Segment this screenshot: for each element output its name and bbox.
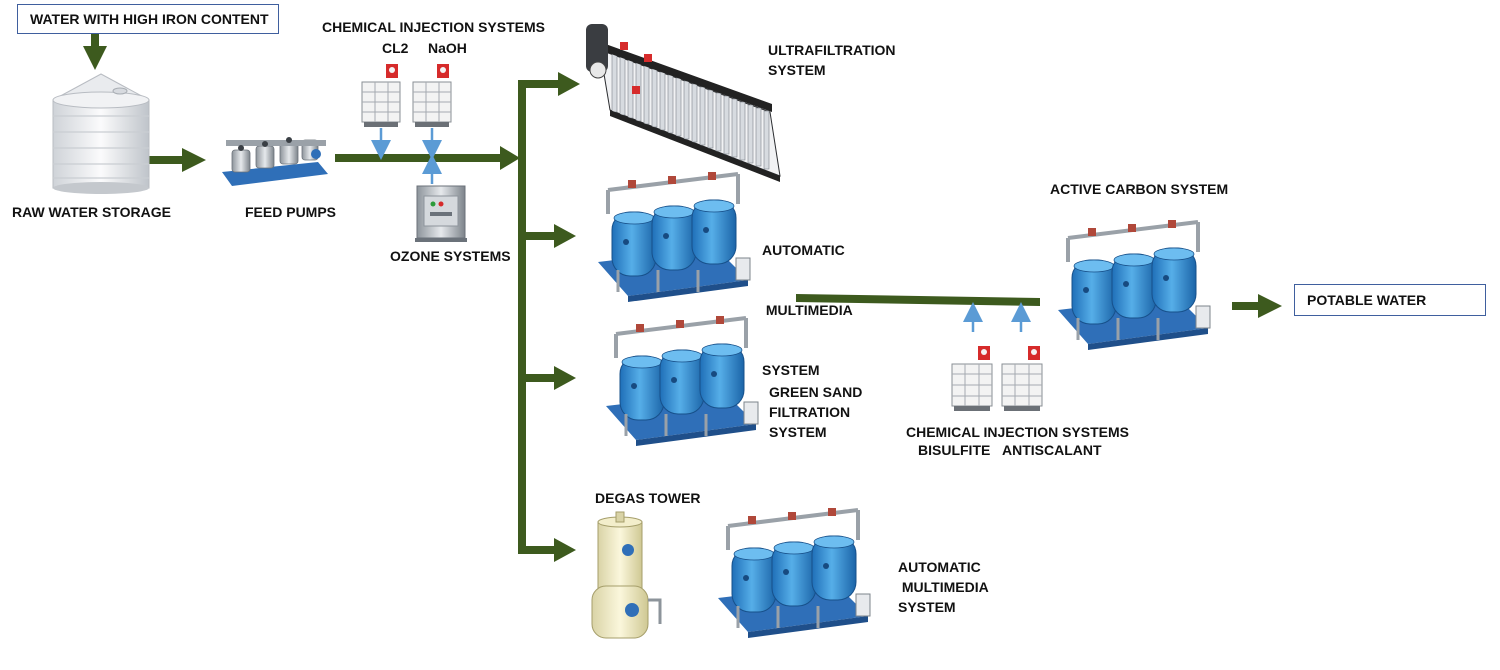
chem-tote-bisulfite-icon: [951, 346, 993, 411]
gs-label-line-2: FILTRATION: [769, 404, 851, 420]
chem-tote-cl2-icon: [361, 64, 401, 127]
uf-label-line-1: ULTRAFILTRATION: [768, 42, 896, 58]
gs-label-line-3: SYSTEM: [769, 424, 827, 440]
multimedia-1-label: AUTOMATIC MULTIMEDIA SYSTEM: [762, 200, 853, 400]
arrow-input-down: [91, 26, 99, 48]
chemical-arrows: [371, 128, 1031, 332]
mm2-label-line-2: MULTIMEDIA: [898, 579, 989, 595]
branch-uf: [518, 80, 560, 88]
branch-mm1-head: [554, 224, 576, 248]
branch-degas: [518, 546, 556, 554]
chem-naoh-label: NaOH: [428, 40, 467, 56]
mm2-label-line-3: SYSTEM: [898, 599, 956, 615]
active-carbon-filter-icon: [1058, 220, 1211, 350]
arrow-tank-pumps-head: [182, 148, 206, 172]
degas-tower-label: DEGAS TOWER: [595, 490, 701, 506]
arrow-pumps-manifold: [335, 146, 520, 170]
raw-water-storage-label: RAW WATER STORAGE: [12, 204, 171, 220]
branch-uf-head: [558, 72, 580, 96]
manifold-vertical: [518, 80, 526, 554]
multimedia-filter-1-icon: [598, 172, 751, 302]
ozone-label: OZONE SYSTEMS: [390, 248, 511, 264]
multimedia-2-label: AUTOMATIC MULTIMEDIA SYSTEM: [898, 557, 989, 617]
chem-tote-naoh-icon: [412, 64, 452, 127]
mm1-label-line-1: AUTOMATIC: [762, 242, 845, 258]
green-sand-filter-icon: [606, 316, 759, 446]
raw-water-tank-icon: [52, 73, 150, 194]
uf-label-line-2: SYSTEM: [768, 62, 826, 78]
input-source-label: WATER WITH HIGH IRON CONTENT: [30, 11, 269, 27]
mm1-label-line-2: MULTIMEDIA: [762, 302, 853, 318]
degas-tower-icon: [591, 511, 662, 639]
chem-tote-antiscalant-icon: [1001, 346, 1043, 411]
ultrafiltration-label: ULTRAFILTRATION SYSTEM: [768, 40, 896, 80]
chem-injection-1-title: CHEMICAL INJECTION SYSTEMS: [322, 19, 545, 35]
output-potable-label: POTABLE WATER: [1307, 292, 1427, 308]
chem-injection-2-title: CHEMICAL INJECTION SYSTEMS: [906, 424, 1129, 440]
feed-pumps-icon: [222, 137, 328, 186]
ozone-panel-icon: [415, 185, 467, 242]
multimedia-filter-2-icon: [718, 508, 871, 638]
branch-degas-head: [554, 538, 576, 562]
chem-antiscalant-label: ANTISCALANT: [1002, 442, 1102, 458]
branch-gs: [518, 374, 556, 382]
arrow-tank-pumps: [148, 156, 184, 164]
arrow-carbon-potable: [1232, 302, 1262, 310]
feed-pumps-label: FEED PUMPS: [245, 204, 337, 220]
green-sand-label: GREEN SAND FILTRATION SYSTEM: [769, 382, 862, 442]
arrow-carbon-potable-head: [1258, 294, 1282, 318]
input-source-box: WATER WITH HIGH IRON CONTENT: [17, 4, 279, 34]
chem-cl2-label: CL2: [382, 40, 409, 56]
active-carbon-label: ACTIVE CARBON SYSTEM: [1050, 181, 1229, 197]
mm2-label-line-1: AUTOMATIC: [898, 559, 981, 575]
branch-gs-head: [554, 366, 576, 390]
chem-bisulfite-label: BISULFITE: [918, 442, 991, 458]
mm1-label-line-3: SYSTEM: [762, 362, 820, 378]
ultrafiltration-skid-icon: [586, 24, 781, 182]
arrow-input-down-head: [83, 46, 107, 70]
output-potable-box: POTABLE WATER: [1294, 284, 1486, 316]
branch-mm1: [518, 232, 556, 240]
gs-label-line-1: GREEN SAND: [769, 384, 863, 400]
